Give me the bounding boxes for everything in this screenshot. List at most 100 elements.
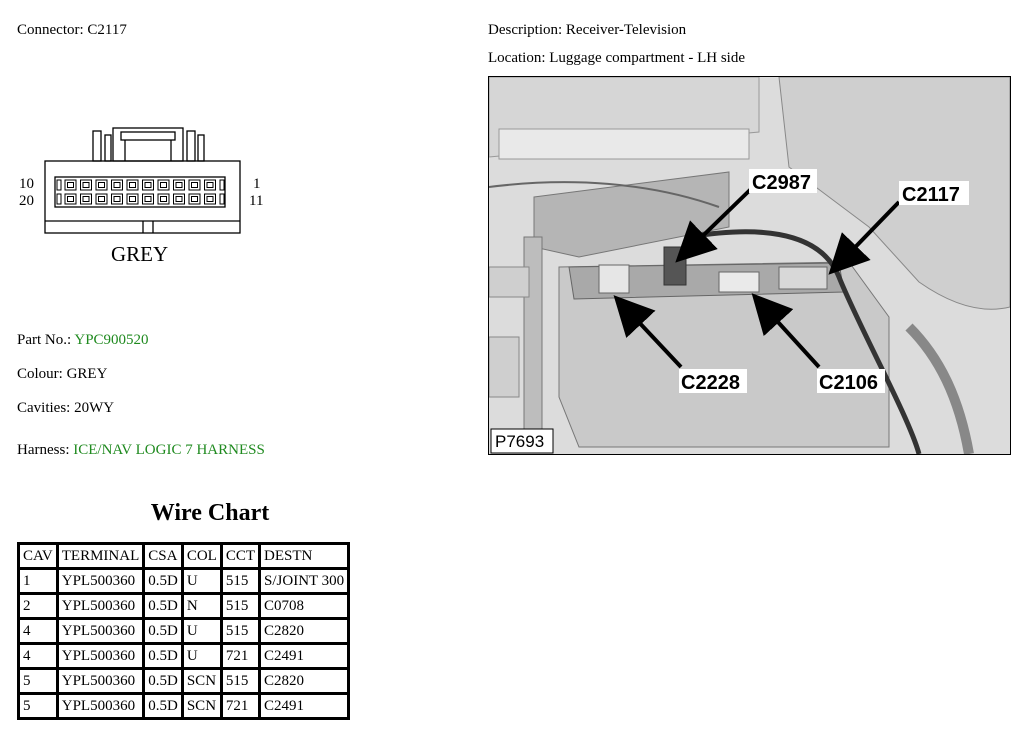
pin-cavity-inner (160, 182, 167, 188)
connector-colour-caption: GREY (111, 242, 168, 266)
cell-col: N (180, 592, 223, 620)
header-cav: CAV (17, 542, 59, 570)
table-row: 4 YPL500360 0.5D U 721 C2491 (17, 642, 351, 670)
photo-reference: P7693 (495, 432, 544, 451)
cell-csa: 0.5D (142, 692, 184, 720)
pin-label-1: 1 (253, 176, 261, 192)
cell-csa: 0.5D (142, 592, 184, 620)
location-label: Location: (488, 50, 546, 66)
callout-c2987: C2987 (752, 172, 811, 194)
cell-cav: 5 (17, 667, 59, 695)
cell-cav: 4 (17, 617, 59, 645)
pin-cavity-inner (98, 196, 105, 202)
wire-chart-table: CAV TERMINAL CSA COL CCT DESTN 1 YPL5003… (17, 542, 351, 720)
cell-col: U (180, 642, 223, 670)
pin-cavity (111, 179, 123, 191)
pin-cavity (173, 179, 185, 191)
pin-cavity-inner (129, 196, 136, 202)
pin-row-end (56, 179, 62, 191)
cell-cct: 721 (219, 692, 262, 720)
pin-cavity (157, 193, 170, 205)
pin-cavity (80, 193, 92, 205)
pin-cavity (142, 193, 154, 205)
pin-cavity (64, 193, 77, 205)
cell-terminal: YPL500360 (55, 567, 146, 595)
cell-destn: C2820 (258, 667, 351, 695)
cell-terminal: YPL500360 (55, 592, 146, 620)
table-row: 1 YPL500360 0.5D U 515 S/JOINT 300 (17, 567, 351, 595)
pin-cavity (188, 179, 201, 191)
wire-chart-header-row: CAV TERMINAL CSA COL CCT DESTN (17, 542, 351, 570)
cell-cav: 1 (17, 567, 59, 595)
harness-link[interactable]: ICE/NAV LOGIC 7 HARNESS (73, 442, 265, 458)
cell-terminal: YPL500360 (55, 692, 146, 720)
pin-cavity-inner (175, 182, 183, 188)
pin-label-20: 20 (19, 193, 34, 209)
harness-row: Harness: ICE/NAV LOGIC 7 HARNESS (17, 441, 265, 459)
callout-c2106: C2106 (819, 372, 878, 394)
wire-chart-title: Wire Chart (150, 500, 270, 526)
colour-row: Colour: GREY (17, 365, 107, 383)
pin-cavity (64, 179, 77, 191)
cell-destn: C0708 (258, 592, 351, 620)
cell-col: U (180, 617, 223, 645)
pin-cavity-inner (113, 182, 121, 188)
pin-label-10: 10 (19, 176, 34, 192)
pin-cavity (126, 179, 139, 191)
colour-label: Colour: (17, 366, 63, 382)
pin-cavity-inner (82, 196, 90, 202)
pin-cavity (142, 179, 154, 191)
table-row: 5 YPL500360 0.5D SCN 515 C2820 (17, 667, 351, 695)
part-number-link[interactable]: YPC900520 (74, 332, 149, 348)
cavities-value: 20WY (74, 400, 115, 416)
connector-value: C2117 (87, 22, 127, 38)
pin-cavity (80, 179, 92, 191)
pin-label-11: 11 (249, 193, 263, 209)
cell-cav: 2 (17, 592, 59, 620)
pin-cavity (111, 193, 123, 205)
callout-c2228: C2228 (681, 372, 740, 394)
cell-csa: 0.5D (142, 642, 184, 670)
cell-destn: C2491 (258, 692, 351, 720)
connector-label: Connector: (17, 22, 84, 38)
description-value: Receiver-Television (565, 22, 687, 38)
pin-cavity-inner (175, 196, 183, 202)
connector-heading: Connector: C2117 (17, 21, 127, 39)
pin-cavity-inner (67, 196, 74, 202)
pin-cavity (157, 179, 170, 191)
pin-cavity-inner (98, 182, 105, 188)
pin-cavity-inner (191, 182, 198, 188)
cell-terminal: YPL500360 (55, 667, 146, 695)
harness-label: Harness: (17, 442, 70, 458)
pin-cavity-inner (67, 182, 74, 188)
pin-row-end (219, 193, 225, 205)
cell-cct: 515 (219, 592, 262, 620)
part-number-row: Part No.: YPC900520 (17, 331, 149, 349)
description-label: Description: (488, 22, 563, 38)
pin-row-end (219, 179, 225, 191)
pin-row-end (56, 193, 62, 205)
cell-csa: 0.5D (142, 667, 184, 695)
cell-col: U (180, 567, 223, 595)
cell-col: SCN (180, 667, 223, 695)
part-number-label: Part No.: (17, 332, 72, 348)
cell-cct: 515 (219, 617, 262, 645)
cell-cct: 515 (219, 567, 262, 595)
pin-cavity (173, 193, 185, 205)
header-col: COL (180, 542, 223, 570)
cell-destn: S/JOINT 300 (258, 567, 351, 595)
location-photo: C2987 C2117 C2228 C2106 P7693 (488, 76, 1011, 455)
pin-cavity (126, 193, 139, 205)
cell-cav: 5 (17, 692, 59, 720)
table-row: 5 YPL500360 0.5D SCN 721 C2491 (17, 692, 351, 720)
cell-csa: 0.5D (142, 617, 184, 645)
colour-value: GREY (66, 366, 108, 382)
pin-cavity-inner (206, 182, 214, 188)
pin-cavity (95, 193, 108, 205)
callout-c2117: C2117 (902, 184, 960, 206)
pin-cavity-inner (144, 182, 152, 188)
table-row: 2 YPL500360 0.5D N 515 C0708 (17, 592, 351, 620)
pin-cavity-inner (129, 182, 136, 188)
header-terminal: TERMINAL (55, 542, 146, 570)
pin-cavity-inner (113, 196, 121, 202)
